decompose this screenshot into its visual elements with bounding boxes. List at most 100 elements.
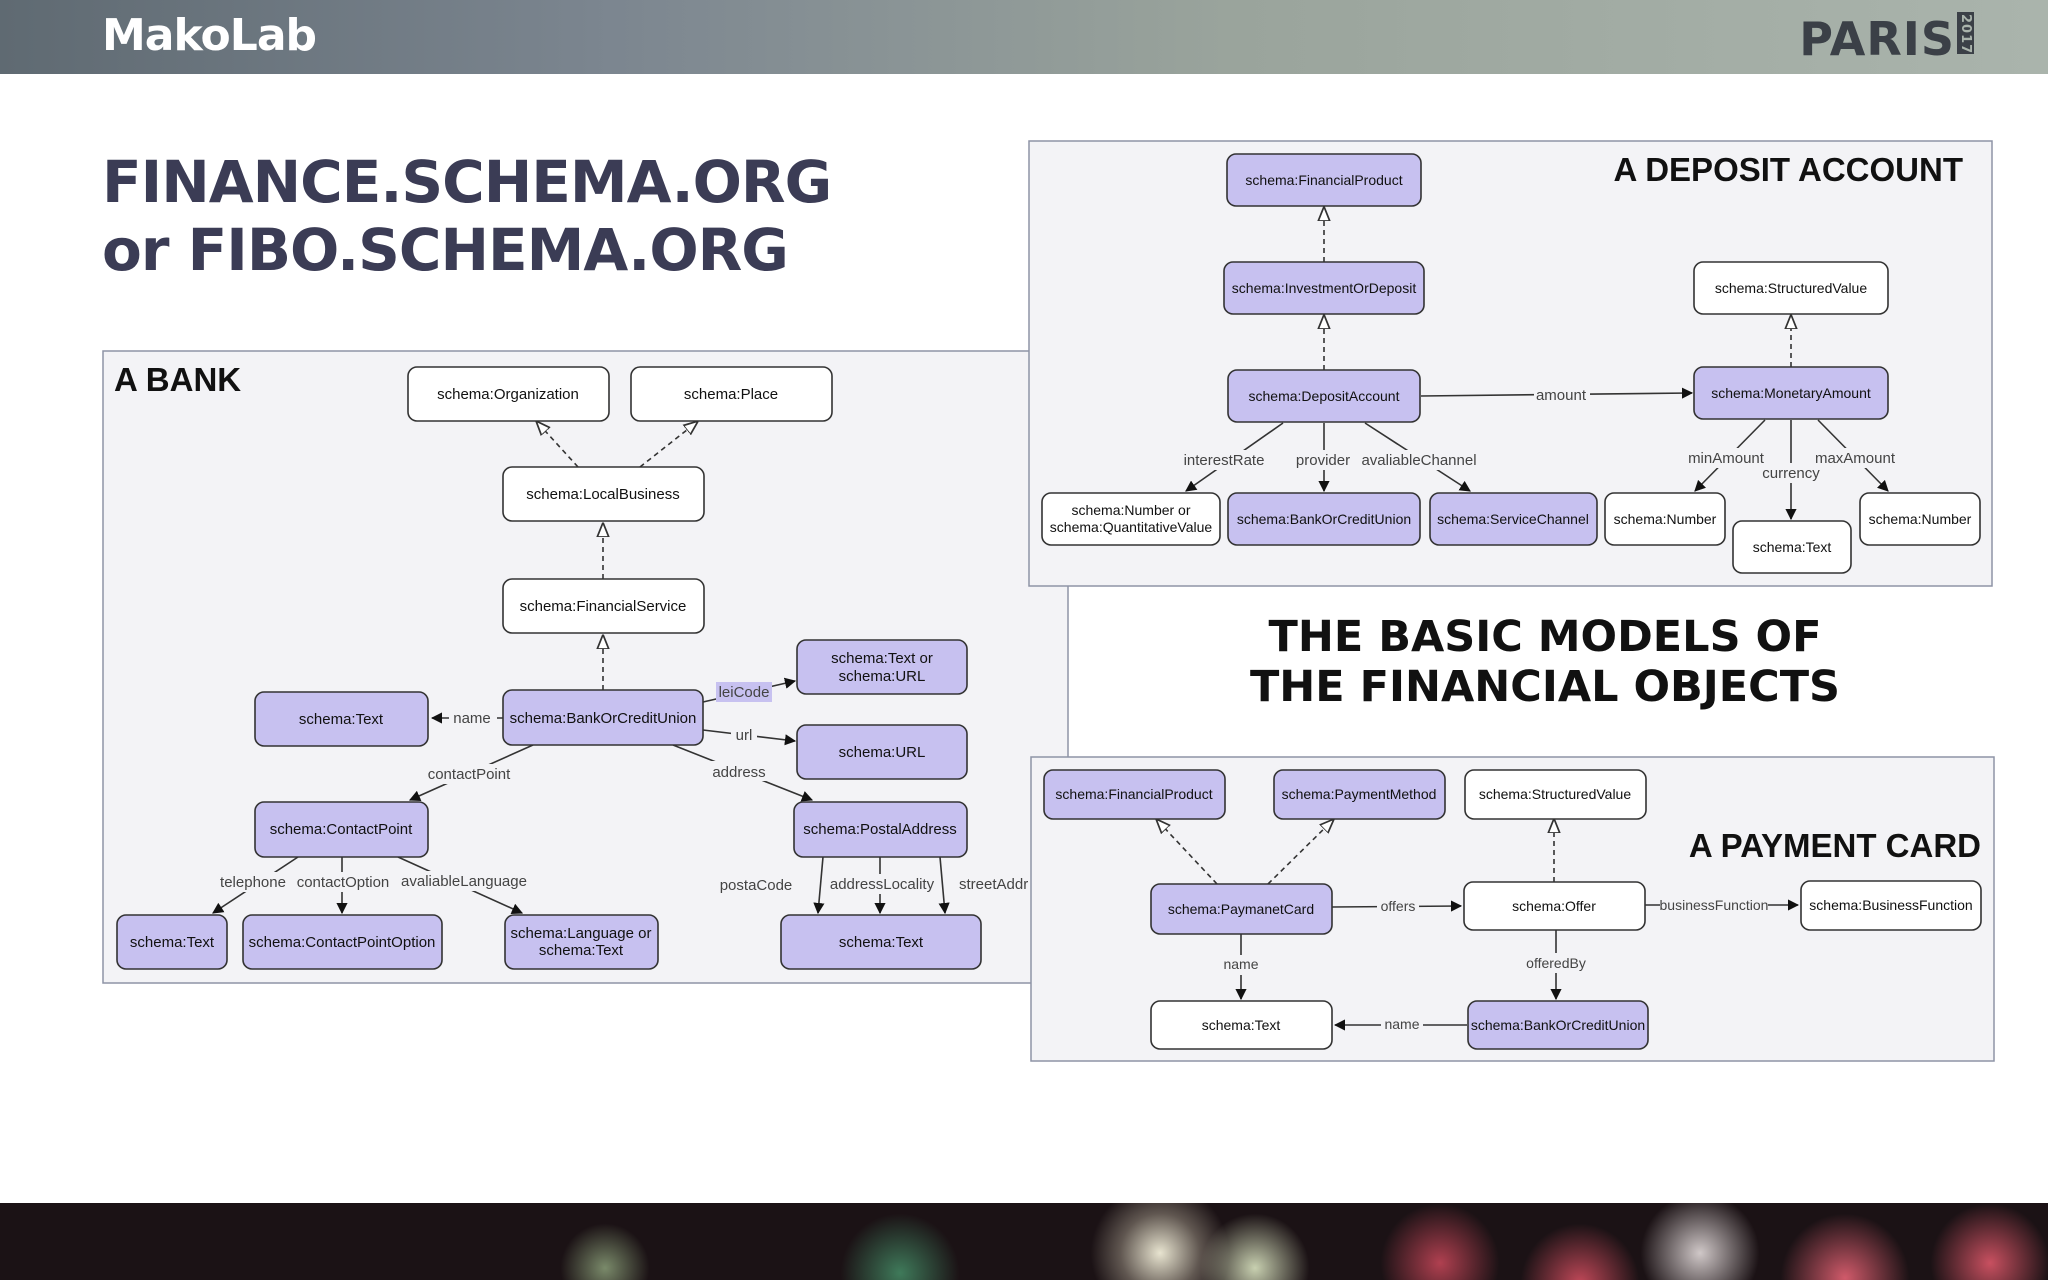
label-pay-structured-value: schema:StructuredValue <box>1479 786 1631 802</box>
slide-title: FINANCE.SCHEMA.ORG or FIBO.SCHEMA.ORG <box>102 148 832 284</box>
edge-label-bg-telephone <box>217 872 287 892</box>
label-financial-service: schema:FinancialService <box>520 598 687 615</box>
node-pay-offer <box>1463 881 1646 931</box>
edge-label-bg-address <box>710 761 770 781</box>
node-pay-structured-value <box>1464 769 1647 820</box>
bank-edge-labels: name leiCode url contactPoint address te… <box>217 682 1028 895</box>
node-pay-card <box>1150 883 1333 935</box>
label-dep-service-channel: schema:ServiceChannel <box>1437 511 1589 527</box>
label-local-business: schema:LocalBusiness <box>526 486 679 503</box>
label-dep-number-min: schema:Number <box>1614 511 1717 527</box>
bokeh-light <box>840 1213 960 1280</box>
label-dep-number-or-qv-2: schema:QuantitativeValue <box>1050 519 1213 535</box>
bank-node-labels: schema:Organization schema:Place schema:… <box>130 386 957 959</box>
bokeh-light <box>1520 1223 1640 1280</box>
edge-label-postcode: postaCode <box>720 877 793 894</box>
edge-address-street <box>938 856 950 915</box>
edge-label-bg-language <box>400 871 530 891</box>
node-text-name <box>254 691 429 747</box>
edge-label-bg-currency <box>1760 463 1822 483</box>
node-postal-address <box>793 801 968 858</box>
node-dep-bank <box>1227 492 1421 546</box>
label-url: schema:URL <box>839 744 926 761</box>
center-title-line2: THE FINANCIAL OBJECTS <box>1249 662 1841 712</box>
label-text-or-url-2: schema:URL <box>839 668 926 685</box>
node-text-telephone <box>116 914 228 970</box>
edge-label-telephone: telephone <box>220 874 286 891</box>
deposit-panel-title: A DEPOSIT ACCOUNT <box>1613 151 1963 188</box>
node-organization <box>407 366 610 422</box>
edge-label-bg-locality <box>827 874 937 894</box>
center-title-line1: THE BASIC MODELS OF <box>1268 612 1822 662</box>
label-dep-structured-value: schema:StructuredValue <box>1715 280 1867 296</box>
label-dep-monetary-amount: schema:MonetaryAmount <box>1711 385 1871 401</box>
edge-label-street: streetAddr <box>959 876 1028 893</box>
bank-panel-title: A BANK <box>114 361 241 398</box>
node-dep-text-currency <box>1732 520 1852 574</box>
label-bank-or-credit-union: schema:BankOrCreditUnion <box>510 710 697 727</box>
edge-label-locality: addressLocality <box>830 876 935 893</box>
label-text-or-url-1: schema:Text or <box>831 650 933 667</box>
node-pay-text <box>1150 1000 1333 1050</box>
edge-label-bg-postcode <box>716 875 796 895</box>
edge-label-bg-amount <box>1534 385 1590 405</box>
edge-label-name-bank: name <box>1384 1016 1419 1032</box>
edge-label-bg-name-bank <box>1381 1015 1423 1035</box>
label-language-2: schema:Text <box>539 942 624 959</box>
label-dep-text-currency: schema:Text <box>1753 539 1832 555</box>
edge-label-bg-offeredby <box>1523 953 1589 973</box>
label-dep-number-max: schema:Number <box>1869 511 1972 527</box>
node-contact-point-option <box>242 914 443 970</box>
payment-node-labels: schema:FinancialProduct schema:PaymentMe… <box>1055 786 1972 1033</box>
node-language <box>504 914 659 970</box>
label-pay-card: schema:PaymanetCard <box>1168 901 1314 917</box>
paris-logo-year: 2017 <box>1957 12 1974 55</box>
center-title: THE BASIC MODELS OF THE FINANCIAL OBJECT… <box>1220 612 1870 712</box>
label-contact-point: schema:ContactPoint <box>270 821 413 838</box>
bank-diagram: A BANK <box>102 350 1069 984</box>
node-dep-number-min <box>1604 492 1726 546</box>
node-pay-payment-method <box>1273 769 1446 820</box>
payment-panel-title: A PAYMENT CARD <box>1689 827 1981 864</box>
edge-label-contactpoint: contactPoint <box>428 766 511 783</box>
payment-nodes <box>1043 769 1982 1050</box>
slide-title-line1: FINANCE.SCHEMA.ORG <box>102 148 832 216</box>
node-pay-bank <box>1467 1000 1649 1050</box>
edge-label-name-card: name <box>1223 956 1258 972</box>
node-financial-service <box>502 578 705 634</box>
node-dep-number-max <box>1859 492 1981 546</box>
paris-logo-text: PARIS <box>1799 12 1955 66</box>
label-pay-offer: schema:Offer <box>1512 898 1596 914</box>
node-dep-monetary-amount <box>1693 366 1889 420</box>
node-bank-or-credit-union <box>502 689 704 746</box>
slide-title-line2: or FIBO.SCHEMA.ORG <box>102 216 789 284</box>
label-dep-financial-product: schema:FinancialProduct <box>1245 172 1402 188</box>
edge-label-contactoption: contactOption <box>297 874 390 891</box>
edge-label-bg-name-card <box>1221 955 1261 975</box>
edge-address-postcode <box>813 856 825 915</box>
payment-edge-labels: offers businessFunction name offeredBy n… <box>1221 895 1768 1035</box>
deposit-nodes <box>1041 153 1981 574</box>
edge-label-maxamount: maxAmount <box>1815 450 1896 467</box>
node-place <box>630 366 833 422</box>
node-dep-number-or-qv <box>1041 492 1221 546</box>
edge-label-bg-provider <box>1293 450 1353 470</box>
label-dep-number-or-qv-1: schema:Number or <box>1071 502 1190 518</box>
edge-label-bg-interestrate <box>1182 450 1266 470</box>
node-text-address <box>780 914 982 970</box>
footer-bokeh-bar <box>0 1203 2048 1280</box>
label-language-1: schema:Language or <box>511 925 652 942</box>
bokeh-light <box>1640 1203 1760 1280</box>
label-text-address: schema:Text <box>839 934 924 951</box>
edge-label-bg-name <box>449 708 497 728</box>
label-pay-business-function: schema:BusinessFunction <box>1809 897 1972 913</box>
edge-localbusiness-place <box>639 422 697 468</box>
node-dep-investment <box>1223 261 1425 315</box>
edge-label-name: name <box>453 710 491 727</box>
node-dep-service-channel <box>1429 492 1598 546</box>
label-pay-payment-method: schema:PaymentMethod <box>1282 786 1437 802</box>
label-contact-point-option: schema:ContactPointOption <box>249 934 436 951</box>
